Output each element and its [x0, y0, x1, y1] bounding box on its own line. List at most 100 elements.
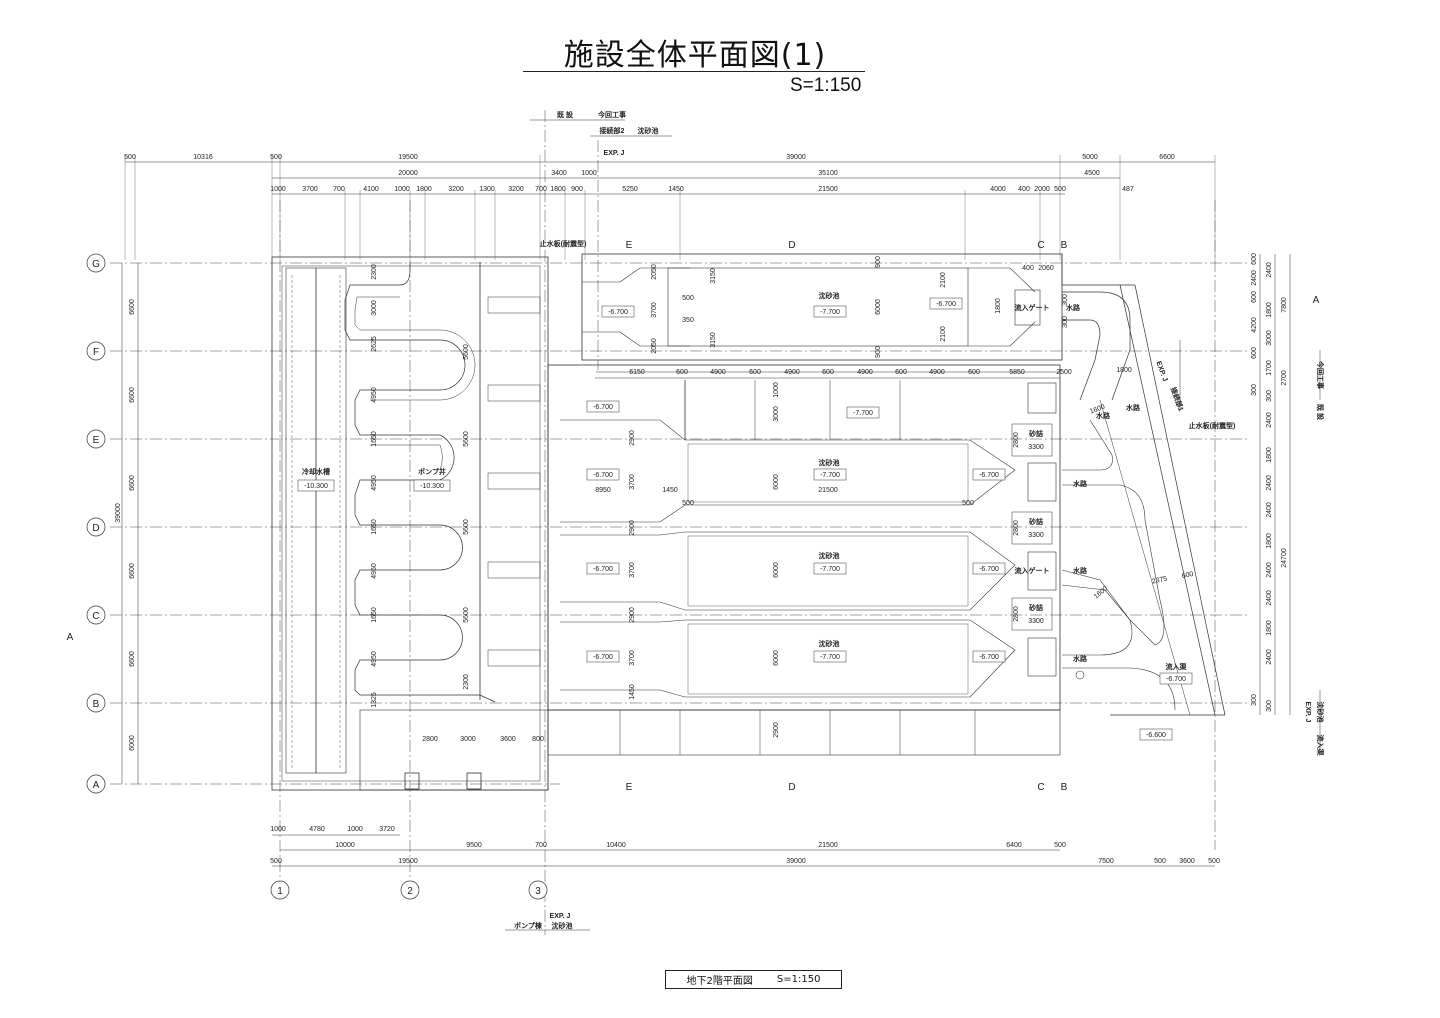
dim-bot2-1: 9500 — [466, 842, 482, 849]
dim-4950a: 4950 — [371, 387, 378, 403]
level-n: -6.700 — [979, 654, 999, 661]
dim-bot2-6: 500 — [1054, 842, 1066, 849]
dim-top3-11: 900 — [571, 186, 583, 193]
dim-top1-4: 39000 — [786, 154, 806, 161]
level-d: -6.700 — [593, 404, 613, 411]
grid-row-a: A — [93, 780, 100, 791]
dim-4950d: 4950 — [371, 651, 378, 667]
dim-basin-3: 600 — [749, 369, 761, 376]
dim-1000a: 1000 — [773, 382, 780, 398]
dim-right-19: 300 — [1251, 694, 1258, 706]
dim-right-11: 1800 — [1266, 447, 1273, 463]
dim-right-10: 2400 — [1266, 412, 1273, 428]
dim-bot1-0: 1000 — [270, 826, 286, 833]
level-pump: -10.300 — [420, 483, 444, 490]
water-channel — [1062, 291, 1131, 401]
dim-top3-4: 1000 — [394, 186, 410, 193]
dim-3700c: 3700 — [629, 562, 636, 578]
section-mark-e-bottom: E — [626, 782, 633, 793]
dim-3700a: 3700 — [651, 302, 658, 318]
grit-label-1: 沈砂池 — [819, 458, 840, 467]
dim-top1-1: 10316 — [193, 154, 213, 161]
dim-2800d: 2800 — [422, 736, 438, 743]
dim-basin-4: 4900 — [784, 369, 800, 376]
dim-left-1: 6600 — [129, 387, 136, 403]
dim-left-4: 6600 — [129, 651, 136, 667]
dim-left-0: 6600 — [129, 299, 136, 315]
dim-right-7: 1700 — [1266, 360, 1273, 376]
dim-top3-12: 5250 — [622, 186, 638, 193]
dim-top3-10: 1800 — [550, 186, 566, 193]
dim-900b: 900 — [875, 346, 882, 358]
dim-800: 800 — [532, 736, 544, 743]
grid-row-e: E — [93, 435, 100, 446]
dim-5600b: 5600 — [463, 431, 470, 447]
level-g: -7.700 — [820, 472, 840, 479]
dim-right-3: 1800 — [1266, 302, 1273, 318]
expj-diagonal: EXP. J — [1155, 360, 1169, 382]
level-o: -6.700 — [1166, 676, 1186, 683]
dim-3600: 3600 — [500, 736, 516, 743]
dim-350: 350 — [682, 317, 694, 324]
dim-2625: 2625 — [371, 336, 378, 352]
dim-3700b: 3700 — [629, 474, 636, 490]
dim-top3-5: 1800 — [416, 186, 432, 193]
sand-pit-label-2: 砂詰 — [1029, 517, 1043, 526]
zone-this-work-top: 今回工事 — [597, 110, 626, 119]
dim-right-9: 300 — [1266, 390, 1273, 402]
dim-right-4: 4200 — [1251, 317, 1258, 333]
dim-right-outer-0: 2400 — [1266, 262, 1273, 278]
level-m: -7.700 — [820, 654, 840, 661]
dim-top3-16: 400 — [1018, 186, 1030, 193]
dim-2050b: 2050 — [651, 338, 658, 354]
zone-existing-top: 既 設 — [557, 110, 574, 119]
dim-top3-2: 700 — [333, 186, 345, 193]
dim-3300c: 3300 — [1028, 618, 1044, 625]
dim-bot3-0: 500 — [270, 858, 282, 865]
dim-top3-18: 500 — [1054, 186, 1066, 193]
dim-1650a: 1650 — [371, 431, 378, 447]
gate-label-mid: 流入ゲート — [1015, 566, 1050, 575]
dim-2375: 2375 — [1151, 575, 1168, 585]
section-mark-b-bottom: B — [1061, 782, 1068, 793]
dim-top2-1: 3400 — [551, 170, 567, 177]
expj-top: EXP. J — [604, 150, 625, 157]
grit-label-2: 沈砂池 — [819, 551, 840, 560]
dim-right-12: 2400 — [1266, 475, 1273, 491]
dim-bot3-2: 39000 — [786, 858, 806, 865]
level-cooling: -10.300 — [304, 483, 328, 490]
dim-500c: 500 — [962, 500, 974, 507]
dim-basin-8: 4900 — [929, 369, 945, 376]
dim-right-20: 300 — [1266, 700, 1273, 712]
zone-connection2: 接続部2 — [600, 126, 625, 135]
dim-right-14: 1800 — [1266, 533, 1273, 549]
section-mark-d-bottom: D — [788, 782, 795, 793]
dim-right-5: 3000 — [1266, 330, 1273, 346]
dim-top3-9: 700 — [535, 186, 547, 193]
footer-scale: S=1:150 — [776, 974, 821, 985]
dim-1600a: 1600 — [1089, 404, 1106, 416]
dim-1650c: 1650 — [371, 607, 378, 623]
dim-3700d: 3700 — [629, 650, 636, 666]
dim-21500: 21500 — [818, 487, 838, 494]
dim-3300a: 3300 — [1028, 444, 1044, 451]
footer-drawing-name: 地下2階平面図 — [686, 976, 753, 987]
dim-basin-1: 600 — [676, 369, 688, 376]
level-e: -7.700 — [853, 410, 873, 417]
grid-bubbles — [86, 253, 548, 900]
footer-title-box: 地下2階平面図 S=1:150 — [665, 970, 842, 989]
dim-basin-5: 600 — [822, 369, 834, 376]
dim-900a: 900 — [875, 256, 882, 268]
zone-pump-building: ポンプ棟 — [514, 921, 543, 930]
level-i: -6.700 — [593, 566, 613, 573]
dim-1800a: 1800 — [995, 298, 1002, 314]
dim-6000a: 6000 — [875, 299, 882, 315]
dim-1600b: 1600 — [1093, 585, 1110, 600]
dim-top3-7: 1300 — [479, 186, 495, 193]
drawing-scale: S=1:150 — [790, 75, 862, 96]
grid-row-d: D — [92, 523, 99, 534]
dim-top1-3: 19500 — [398, 154, 418, 161]
grid-col-1: 1 — [277, 886, 283, 897]
dim-300b: 300 — [1062, 316, 1069, 328]
